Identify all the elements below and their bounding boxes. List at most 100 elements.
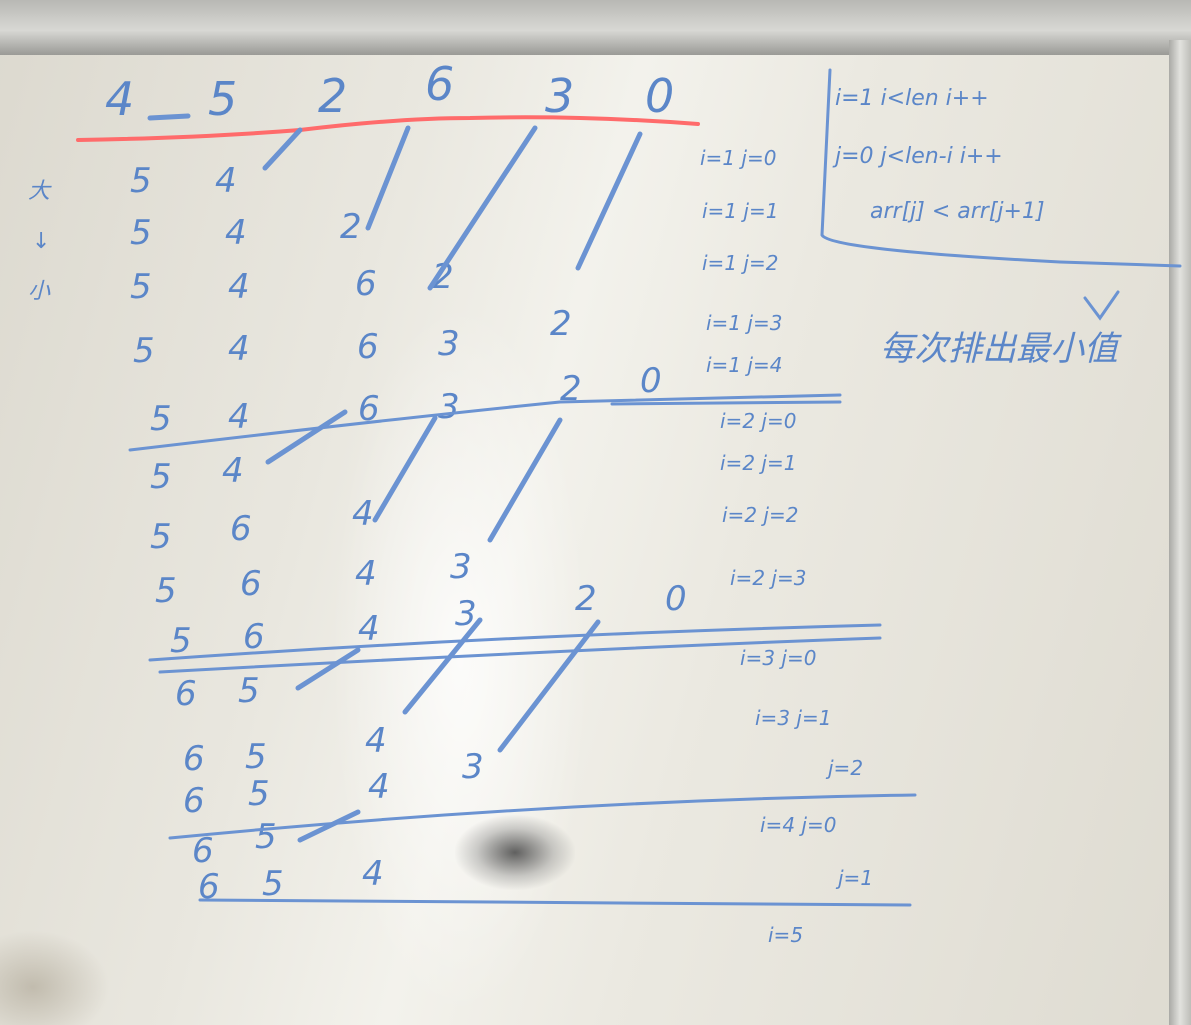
divider-line [148,623,882,662]
top-number: 2 [318,69,347,123]
grid-cell: 4 [225,213,247,253]
divider-line [158,636,882,674]
grid-cell: 4 [352,494,374,534]
diagonal-stroke [295,647,361,691]
grid-cell: 2 [575,579,597,619]
grid-cell: 3 [462,747,484,787]
grid-cell: 6 [357,327,379,367]
grid-cell: 6 [175,674,197,714]
grid-cell: 5 [255,817,277,857]
code-line: j=0 j<len-i i++ [832,144,1003,169]
grid-cell: 5 [238,671,260,711]
grid-cell: 6 [240,564,262,604]
ij-label: i=2 j=2 [722,503,798,527]
grid-cell: 6 [355,264,377,304]
grid-cell: 5 [150,399,172,439]
grid-cell: 2 [340,207,362,247]
ij-label: i=2 j=3 [730,566,806,590]
dash-mark [147,113,191,121]
grid-cell: 5 [133,331,155,371]
side-label: ↓ [32,229,50,254]
side-label: 小 [28,279,51,304]
red-underline [76,115,700,142]
top-number: 3 [545,69,574,123]
grid-cell: 3 [438,387,460,427]
grid-cell: 6 [358,389,380,429]
checkmark-icon [1083,290,1120,321]
grid-cell: 5 [245,737,267,777]
grid-cell: 4 [358,609,380,649]
grid-cell: 6 [230,509,252,549]
diagonal-stroke [265,409,348,465]
diagonal-stroke [372,415,438,523]
grid-cell: 4 [228,267,250,307]
grid-cell: 5 [248,774,270,814]
ij-label: i=1 j=2 [702,251,778,275]
grid-cell: 2 [550,304,572,344]
diagonal-stroke [262,127,303,171]
side-label: 大 [28,179,52,204]
dirt-stain [0,930,110,1025]
grid-cell: 5 [262,864,284,904]
diagonal-stroke [575,131,643,271]
note-text: 每次排出最小值 [880,329,1122,369]
grid-cell: 3 [455,594,477,634]
ij-label: i=3 j=1 [755,706,831,730]
grid-cell: 4 [368,767,390,807]
ij-label: i=2 j=1 [720,451,796,475]
divider-line [610,400,842,406]
ij-label: i=5 [768,923,803,947]
diagonal-stroke [497,619,601,753]
top-number: 5 [208,72,237,126]
divider-line [128,393,842,452]
dark-smudge [455,815,575,890]
grid-cell: 5 [150,457,172,497]
ij-label: i=2 j=0 [720,409,796,433]
ij-label: i=1 j=1 [702,199,778,223]
ij-label: i=1 j=3 [706,311,782,335]
grid-cell: 4 [215,161,237,201]
grid-cell: 4 [222,451,244,491]
ij-label: i=3 j=0 [740,646,816,670]
grid-cell: 5 [130,267,152,307]
diagonal-stroke [402,617,483,715]
top-number: 6 [425,57,454,111]
divider-line [168,793,917,840]
grid-cell: 5 [150,517,172,557]
ij-label: i=1 j=4 [706,353,782,377]
top-number: 0 [645,69,674,123]
grid-cell: 6 [198,867,220,907]
code-line: i=1 i<len i++ [835,86,989,111]
ij-label: i=4 j=0 [760,813,836,837]
grid-cell: 6 [243,617,265,657]
ij-label: j=2 [825,756,863,780]
grid-cell: 4 [228,329,250,369]
grid-cell: 5 [130,161,152,201]
grid-cell: 2 [560,369,582,409]
whiteboard-frame-top [0,0,1191,55]
grid-cell: 2 [432,257,454,297]
diagonal-stroke [297,809,361,843]
grid-cell: 0 [665,579,687,619]
grid-cell: 6 [183,781,205,821]
diagonal-stroke [487,417,563,543]
grid-cell: 0 [640,361,662,401]
diagonal-stroke [365,125,411,231]
grid-cell: 4 [365,721,387,761]
grid-cell: 5 [130,213,152,253]
code-box-border [820,68,1182,268]
grid-cell: 6 [183,739,205,779]
ij-label: i=1 j=0 [700,146,776,170]
grid-cell: 4 [228,397,250,437]
grid-cell: 4 [362,854,384,894]
ij-label: j=1 [835,866,873,890]
grid-cell: 6 [192,831,214,871]
code-line: arr[j] < arr[j+1] [870,199,1045,224]
grid-cell: 5 [170,621,192,661]
grid-cell: 3 [438,324,460,364]
grid-cell: 5 [155,571,177,611]
grid-cell: 3 [450,547,472,587]
whiteboard-frame-right [1169,40,1191,1025]
